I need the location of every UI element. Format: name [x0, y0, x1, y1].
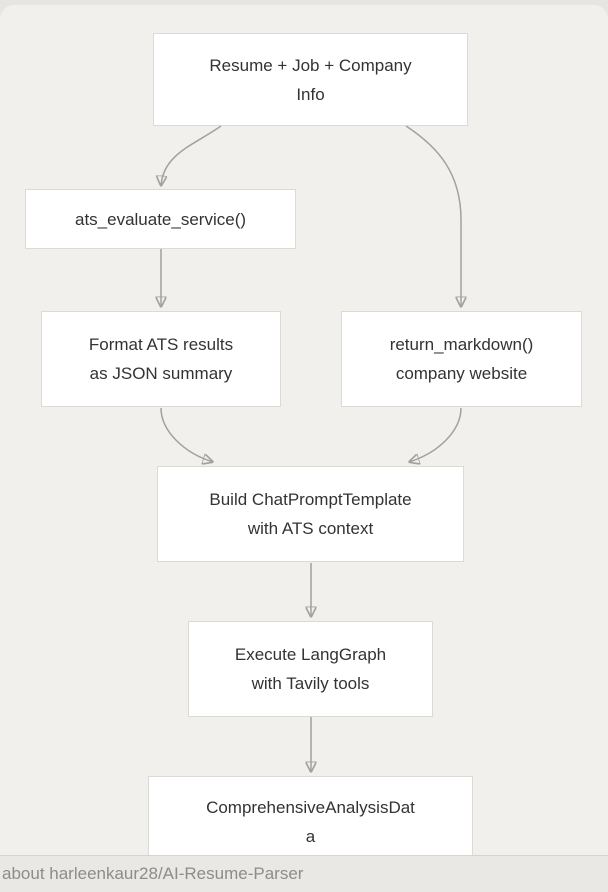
node-comprehensive-analysis-data: ComprehensiveAnalysisDat a: [148, 776, 473, 868]
node-label: Resume + Job + Company Info: [209, 55, 412, 104]
node-label: Build ChatPromptTemplate with ATS contex…: [209, 490, 412, 538]
edge-format-to-build: [160, 407, 213, 462]
node-build-chatprompttemplate: Build ChatPromptTemplate with ATS contex…: [157, 466, 464, 562]
node-format-ats-results: Format ATS results as JSON summary: [41, 311, 281, 407]
node-label: return_markdown() company website: [389, 335, 534, 383]
node-label: Format ATS results as JSON summary: [88, 335, 234, 383]
edge-input-to-markdown: [405, 125, 461, 307]
node-label: ats_evaluate_service(): [74, 209, 247, 229]
status-bar: about harleenkaur28/AI-Resume-Parser: [0, 855, 608, 892]
node-execute-langgraph: Execute LangGraph with Tavily tools: [188, 621, 433, 717]
node-label: Execute LangGraph with Tavily tools: [234, 645, 387, 693]
node-return-markdown: return_markdown() company website: [341, 311, 582, 407]
edge-input-to-ats: [161, 125, 222, 186]
node-label: ComprehensiveAnalysisDat a: [206, 798, 415, 846]
diagram-edges: [0, 125, 608, 892]
diagram-canvas: Resume + Job + Company Info ats_evaluate…: [0, 5, 608, 892]
edge-markdown-to-build: [409, 407, 462, 462]
node-resume-job-company-info: Resume + Job + Company Info: [153, 33, 468, 126]
status-link-preview: about harleenkaur28/AI-Resume-Parser: [2, 864, 304, 883]
node-ats-evaluate-service: ats_evaluate_service(): [25, 189, 296, 249]
